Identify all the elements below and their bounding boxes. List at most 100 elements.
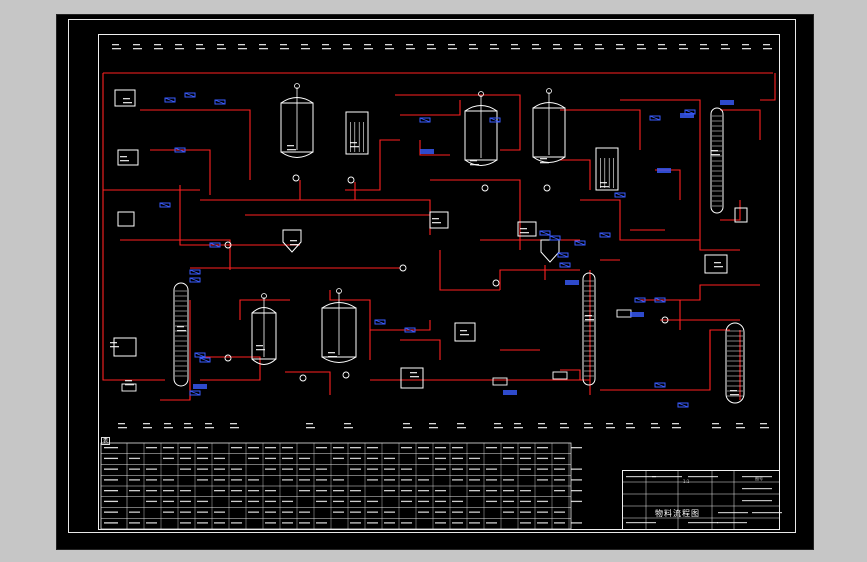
label-mark: [585, 319, 594, 321]
label-mark: [460, 330, 467, 332]
label-mark: [448, 44, 455, 46]
valve: [404, 327, 416, 333]
table-cell-mark: [554, 522, 565, 524]
table-cell-mark: [435, 457, 446, 460]
label-mark: [520, 228, 527, 230]
label-mark: [457, 427, 466, 429]
table-cell-mark: [571, 447, 582, 449]
label-mark: [470, 160, 477, 162]
label-mark: [763, 44, 770, 46]
table-tag: 表: [101, 437, 111, 445]
table-cell-mark: [520, 468, 531, 470]
table-cell-mark: [265, 457, 276, 460]
label-mark: [205, 427, 214, 429]
column-body: [582, 272, 596, 386]
valve: [614, 192, 626, 198]
valve: [209, 242, 221, 248]
label-mark: [714, 262, 721, 264]
pipe-line: [720, 109, 761, 140]
label-mark: [712, 423, 719, 425]
valve-stem: [214, 99, 226, 105]
table-cell-mark: [367, 457, 378, 460]
label-mark: [133, 44, 140, 46]
label-mark: [494, 423, 501, 425]
label-mark: [432, 222, 441, 224]
table-cell-mark: [146, 490, 157, 492]
table-cell-mark: [214, 468, 225, 470]
label-mark: [520, 232, 529, 234]
title-block-mark: [718, 512, 748, 514]
pump: [492, 279, 500, 287]
multi-tube-unit: [345, 111, 369, 155]
pump: [347, 176, 355, 184]
table-cell-mark: [418, 457, 429, 460]
table-cell-mark: [469, 457, 480, 460]
table-cell-mark: [571, 490, 582, 492]
table-cell-mark: [231, 468, 242, 470]
valve-stem: [189, 269, 201, 275]
table-cell-mark: [129, 468, 140, 470]
table-cell-mark: [333, 447, 344, 449]
label-mark: [154, 48, 163, 50]
table-cell-mark: [316, 490, 327, 492]
label-mark: [164, 423, 171, 425]
label-mark: [585, 315, 592, 317]
table-cell-mark: [350, 522, 361, 524]
label-mark: [606, 427, 615, 429]
pump: [399, 264, 407, 272]
label-mark: [651, 423, 658, 425]
label-mark: [290, 240, 297, 242]
instrument-tag: [565, 280, 579, 285]
table-cell-mark: [163, 511, 174, 513]
pipe-line: [120, 239, 231, 270]
table-cell-mark: [231, 447, 242, 449]
table-cell-mark: [265, 511, 276, 513]
table-cell-mark: [282, 479, 293, 481]
instrument-tag: [503, 390, 517, 395]
pipe-line: [620, 99, 740, 251]
table-cell-mark: [520, 500, 531, 503]
valve-stem: [209, 242, 221, 248]
table-cell-mark: [248, 479, 259, 481]
table-cell-mark: [231, 490, 242, 492]
label-mark: [154, 44, 161, 46]
table-cell-mark: [435, 522, 446, 524]
label-mark: [457, 423, 464, 425]
drawing-canvas[interactable]: [56, 14, 814, 550]
valve-stem: [557, 252, 569, 258]
table-cell-mark: [231, 500, 242, 503]
heat-exchanger: [552, 371, 568, 380]
valve: [184, 92, 196, 98]
table-cell-mark: [265, 490, 276, 492]
table-cell-mark: [503, 479, 514, 481]
label-mark: [350, 142, 357, 144]
table-cell-mark: [571, 522, 582, 524]
table-cell-mark: [435, 468, 446, 470]
label-mark: [256, 345, 263, 347]
reactor-bottom: [532, 156, 566, 163]
pipe-line: [499, 269, 580, 290]
table-cell-mark: [486, 490, 497, 492]
table-cell-mark: [537, 457, 548, 460]
valve: [649, 115, 661, 121]
label-mark: [343, 48, 352, 50]
label-mark: [469, 48, 478, 50]
pipe-line: [580, 199, 700, 241]
label-mark: [736, 423, 743, 425]
table-cell-mark: [231, 479, 242, 481]
title-block-mark: [688, 476, 718, 478]
label-mark: [427, 48, 436, 50]
table-cell-mark: [384, 479, 395, 481]
label-mark: [427, 44, 434, 46]
tank: [117, 149, 139, 166]
table-cell-mark: [163, 479, 174, 481]
pump: [342, 371, 350, 379]
label-mark: [736, 427, 745, 429]
table-cell-mark: [384, 522, 395, 524]
pipe-line: [200, 356, 261, 381]
table-cell-mark: [282, 447, 293, 449]
label-mark: [287, 149, 296, 151]
tank: [704, 254, 728, 274]
table-cell-mark: [214, 490, 225, 492]
